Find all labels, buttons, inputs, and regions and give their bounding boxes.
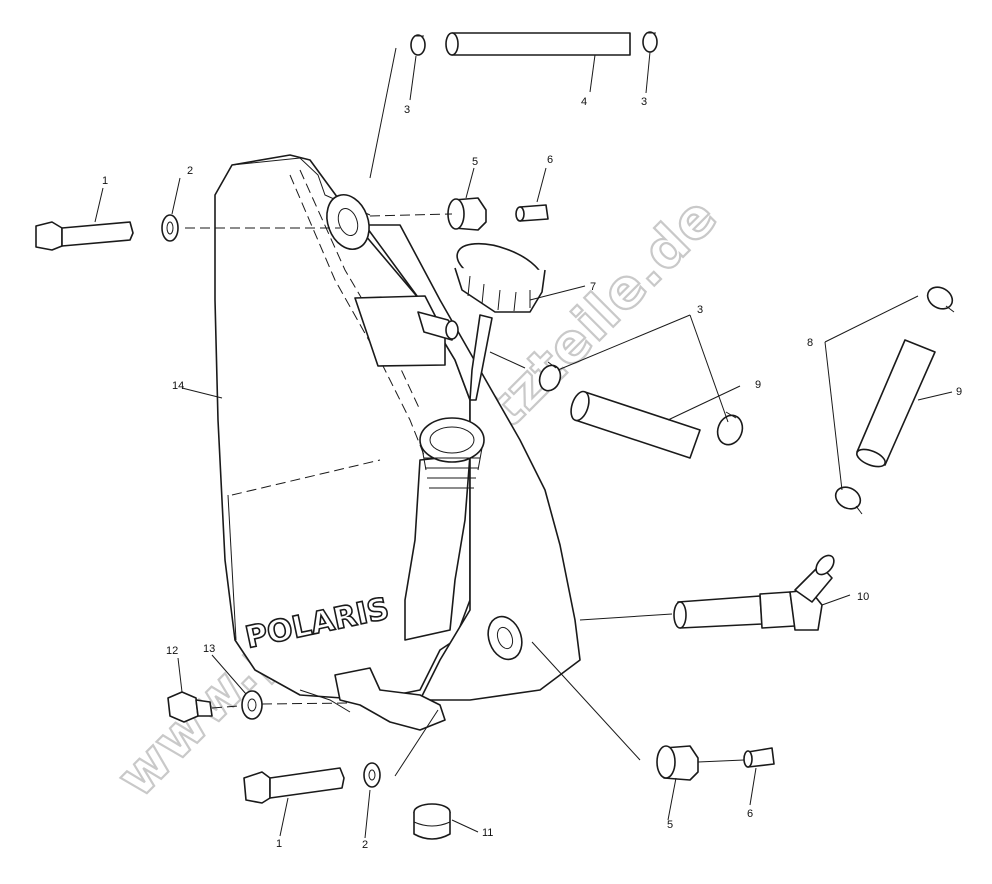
callout-1-upper: 1 bbox=[102, 175, 108, 187]
clamp-mid-right bbox=[716, 411, 744, 446]
rubber-grommet bbox=[413, 803, 451, 840]
callout-1-lower: 1 bbox=[276, 838, 282, 850]
assembly-lines bbox=[185, 213, 745, 763]
filler-cap bbox=[454, 242, 546, 401]
sleeve-upper bbox=[515, 204, 549, 222]
sleeve-lower bbox=[743, 747, 775, 768]
washer-upper bbox=[161, 214, 179, 242]
callout-3-top-left: 3 bbox=[404, 104, 410, 116]
clamp-top-right bbox=[642, 31, 658, 53]
callout-2-upper: 2 bbox=[187, 165, 193, 177]
callout-3-top-right: 3 bbox=[641, 96, 647, 108]
leader-lines bbox=[94, 47, 953, 839]
callout-11: 11 bbox=[482, 827, 493, 839]
bolt-lower bbox=[243, 767, 345, 804]
callout-3-mid: 3 bbox=[697, 304, 703, 316]
callout-12: 12 bbox=[166, 645, 178, 657]
washer-small bbox=[241, 690, 263, 720]
oil-tank: POLARIS bbox=[214, 154, 581, 731]
clamp-top-left bbox=[410, 34, 426, 56]
grommet-upper bbox=[447, 197, 487, 231]
callout-14: 14 bbox=[172, 380, 184, 392]
callout-8: 8 bbox=[807, 337, 813, 349]
callout-13: 13 bbox=[203, 643, 215, 655]
callout-10: 10 bbox=[857, 591, 869, 603]
hose-vertical bbox=[856, 339, 936, 468]
hose-top bbox=[445, 32, 631, 56]
clamp-right-top bbox=[926, 286, 955, 313]
callout-7: 7 bbox=[590, 281, 596, 293]
callouts: 1 1 2 2 3 3 3 4 5 5 6 6 7 8 9 9 10 11 12… bbox=[102, 96, 962, 851]
callout-6-upper: 6 bbox=[547, 154, 553, 166]
callout-5-lower: 5 bbox=[667, 819, 673, 831]
grommet-lower bbox=[656, 745, 699, 781]
callout-9-mid: 9 bbox=[755, 379, 761, 391]
callout-2-lower: 2 bbox=[362, 839, 368, 851]
clamp-right-bottom bbox=[834, 486, 863, 515]
washer-lower bbox=[363, 762, 381, 788]
bolt-upper bbox=[35, 221, 134, 251]
callout-5-upper: 5 bbox=[472, 156, 478, 168]
elbow-fitting bbox=[673, 554, 835, 631]
callout-4: 4 bbox=[581, 96, 587, 108]
callout-6-lower: 6 bbox=[747, 808, 753, 820]
clamp-mid-left bbox=[538, 361, 562, 392]
callout-9-right: 9 bbox=[956, 386, 962, 398]
hose-diagonal bbox=[570, 390, 701, 459]
